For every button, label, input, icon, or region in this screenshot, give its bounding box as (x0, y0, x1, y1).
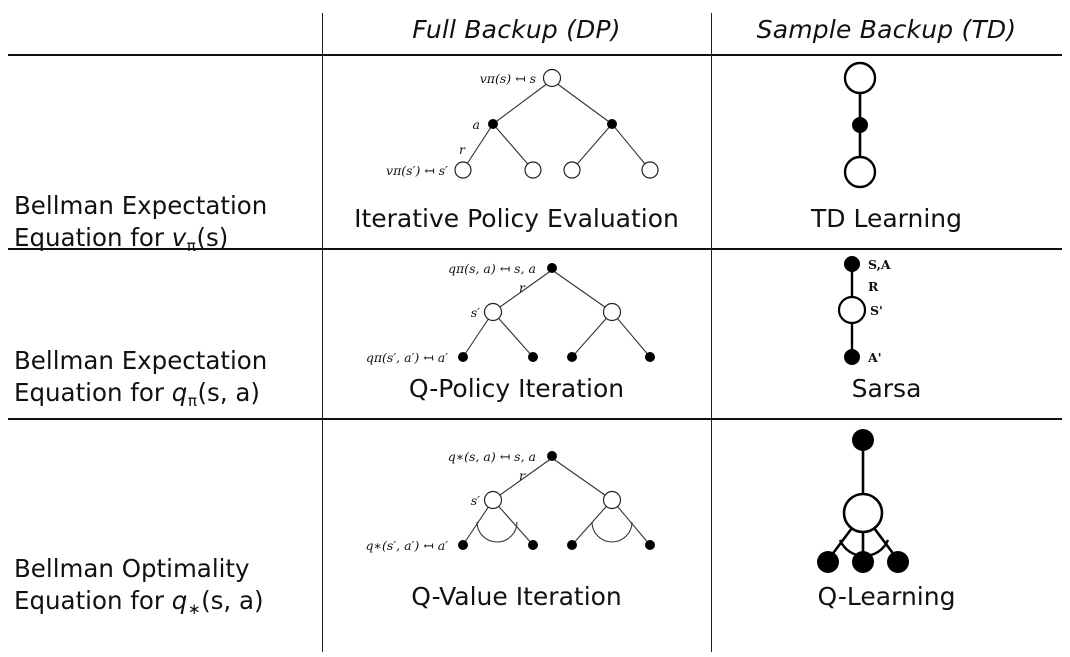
node-leaf-filled (528, 540, 538, 550)
row-label-2-line1: Bellman Expectation (14, 346, 268, 375)
diagram-leaf-label: q∗(s′, a′) ↤ a′ (366, 538, 449, 553)
node-leaf-open (454, 161, 472, 179)
table-top-rule (8, 54, 1062, 56)
row-label-2: Bellman Expectation Equation for qπ(s, a… (14, 345, 314, 411)
row-label-1-args: (s) (196, 223, 229, 253)
row-label-3-args: (s, a) (201, 586, 264, 616)
node-leaf-open (563, 161, 581, 179)
caption-full-backup-row3: Q-Value Iteration (411, 582, 622, 611)
column-divider-1 (322, 13, 323, 652)
node-leaf-filled (817, 551, 839, 573)
node-next-state-open (837, 295, 867, 325)
row-label-3: Bellman Optimality Equation for q∗(s, a) (14, 553, 314, 619)
diagram-label-reward: R (868, 279, 879, 294)
diagram-edge-label: r (519, 468, 526, 483)
diagram-action-label: a (473, 117, 480, 132)
max-arc-icon (476, 521, 518, 543)
node-leaf-open (524, 161, 542, 179)
row-label-3-prefix: Equation for (14, 586, 172, 616)
column-header-full-backup: Full Backup (DP) (412, 14, 621, 44)
node-leaf-filled (528, 352, 538, 362)
node-leaf-filled (645, 540, 655, 550)
column-header-sample-backup: Sample Backup (TD) (756, 14, 1017, 44)
node-action-filled (607, 119, 617, 129)
diagram-leaf-label: qπ(s′, a′) ↤ a′ (366, 350, 448, 365)
diagram-full-backup-row2: qπ(s, a) ↤ s, a s′ r qπ(s′, a′) ↤ a′ (330, 252, 710, 382)
caption-full-backup-row2: Q-Policy Iteration (408, 374, 625, 403)
node-leaf-filled (852, 551, 874, 573)
node-state-action-filled (852, 429, 874, 451)
row-label-1: Bellman Expectation Equation for vπ(s) (14, 190, 314, 256)
node-action-filled (852, 117, 868, 133)
diagram-sample-backup-row2: S,A R S' A' (800, 252, 940, 382)
node-next-state-open (843, 155, 877, 189)
row-label-1-line2: Equation for vπ(s) (14, 222, 314, 255)
row-label-1-prefix: Equation for (14, 223, 172, 253)
table-row2-bottom-rule (8, 418, 1062, 420)
node-leaf-filled (458, 352, 468, 362)
diagram-root-label: q∗(s, a) ↤ s, a (448, 449, 536, 464)
node-root-open (542, 68, 562, 88)
row-label-1-line1: Bellman Expectation (14, 191, 268, 220)
diagram-state-label: s′ (471, 493, 480, 508)
diagram-label-state-action: S,A (868, 257, 891, 272)
node-root-filled (547, 263, 557, 273)
diagram-leaf-label: vπ(s′) ↤ s′ (386, 163, 448, 178)
node-state-action-filled (844, 256, 860, 272)
diagram-root-label: vπ(s) ↤ s (480, 71, 536, 86)
row-label-3-subscript: ∗ (187, 599, 201, 618)
node-next-action-filled (844, 349, 860, 365)
diagram-state-label: s′ (471, 305, 480, 320)
row-label-2-subscript: π (187, 391, 197, 410)
row-label-2-prefix: Equation for (14, 378, 172, 408)
diagram-full-backup-row3: q∗(s, a) ↤ s, a s′ r q∗(s′, a′) ↤ a′ (330, 440, 710, 570)
row-label-3-symbol: q (171, 586, 188, 616)
node-leaf-filled (458, 540, 468, 550)
node-action-filled (488, 119, 498, 129)
node-leaf-filled (887, 551, 909, 573)
node-root-filled (547, 451, 557, 461)
node-next-state-open (842, 492, 884, 534)
diagram-label-next-action: A' (867, 350, 882, 365)
node-state-open (602, 302, 622, 322)
max-arc-icon (591, 521, 633, 543)
node-leaf-filled (567, 540, 577, 550)
diagram-sample-backup-row1 (800, 58, 920, 198)
node-state-open (843, 61, 877, 95)
diagram-edge-label: r (519, 280, 526, 295)
caption-sample-backup-row2: Sarsa (851, 374, 922, 403)
row-label-1-subscript: π (186, 236, 196, 255)
row-label-2-line2: Equation for qπ(s, a) (14, 377, 314, 410)
row-label-3-line2: Equation for q∗(s, a) (14, 585, 314, 618)
row-label-1-symbol: v (171, 223, 187, 253)
row-label-3-line1: Bellman Optimality (14, 554, 250, 583)
caption-sample-backup-row3: Q-Learning (817, 582, 956, 611)
diagram-label-next-state: S' (870, 303, 883, 318)
node-state-open (602, 490, 622, 510)
row-label-2-args: (s, a) (197, 378, 260, 408)
node-state-open (483, 302, 503, 322)
diagram-root-label: qπ(s, a) ↤ s, a (448, 261, 536, 276)
node-leaf-open (641, 161, 659, 179)
column-divider-2 (711, 13, 712, 652)
row-label-2-symbol: q (171, 378, 188, 408)
diagram-sample-backup-row3 (800, 422, 940, 582)
node-state-open (483, 490, 503, 510)
diagram-full-backup-row1: vπ(s) ↤ s a r vπ(s′) ↤ s′ (330, 58, 710, 198)
diagram-edge-label: r (459, 142, 466, 157)
node-leaf-filled (567, 352, 577, 362)
caption-full-backup-row1: Iterative Policy Evaluation (354, 204, 679, 233)
table-row1-bottom-rule (8, 248, 1062, 250)
node-leaf-filled (645, 352, 655, 362)
caption-sample-backup-row1: TD Learning (810, 204, 962, 233)
